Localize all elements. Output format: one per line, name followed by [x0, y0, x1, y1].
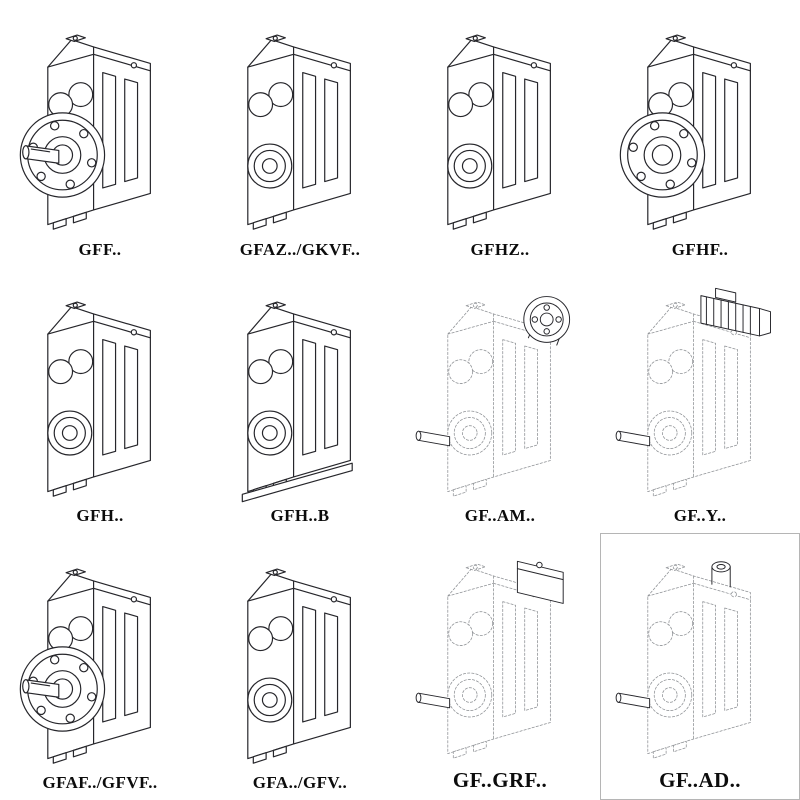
gearbox-model-label: GF..Y..: [673, 506, 727, 526]
gearbox-model-label: GFA../GFV..: [252, 772, 348, 792]
gearbox-cell: GF..Y..: [600, 267, 800, 534]
gearbox-model-label: GFF..: [78, 239, 122, 259]
gearbox-model-label: GF..AD..: [659, 767, 741, 792]
hollow-shaft-boss: [447, 672, 493, 717]
gearbox-model-label: GFAF../GFVF..: [42, 772, 158, 792]
output-shaft-stub: [415, 692, 451, 708]
gearbox-housing: [647, 563, 751, 759]
gearbox-body-group: [19, 34, 151, 230]
gearbox-model-label: GFH..B: [270, 506, 330, 526]
gearbox-housing: [47, 301, 151, 497]
gearbox-housing: [247, 34, 351, 230]
gearbox-cell: GF..AM..: [400, 267, 600, 534]
gearbox-body-group: [447, 34, 551, 230]
gearbox-cell: GF..GRF..: [400, 533, 600, 800]
output-shaft-stub: [415, 430, 451, 447]
gearbox-drawing-gfh-b: [241, 301, 353, 503]
gearbox-body-group: [619, 34, 751, 230]
gearbox-cell: GFH..B: [200, 267, 400, 534]
gearbox-drawing-gfaz-gkvf: [247, 34, 351, 230]
gearbox-drawing-gf-am: [415, 296, 571, 497]
hollow-shaft-boss: [447, 410, 493, 456]
hollow-shaft-boss: [647, 410, 693, 456]
gearbox-housing: [247, 568, 351, 764]
gearbox-body-group-dashed: [647, 563, 751, 759]
output-shaft-stub: [615, 692, 651, 708]
gearbox-drawing-gff: [19, 34, 151, 230]
gearbox-cell: GF..AD..: [600, 533, 800, 800]
gearbox-drawing-gf-ad: [615, 560, 751, 759]
gearbox-drawing-gfaf-gfvf: [19, 568, 151, 764]
hollow-shaft-boss: [247, 410, 293, 456]
gearbox-drawing-gfhf: [619, 34, 751, 230]
gearbox-drawing-gfh: [47, 301, 151, 497]
gearbox-body-group: [247, 568, 351, 764]
gearbox-cell: GFHF..: [600, 0, 800, 267]
gearbox-body-group-dashed: [647, 301, 751, 497]
gearbox-cell: GFHZ..: [400, 0, 600, 267]
gearbox-model-label: GF..AM..: [464, 506, 536, 526]
hollow-shaft-boss: [247, 143, 293, 189]
gearbox-cell: GFH..: [0, 267, 200, 534]
gearbox-model-label: GFHF..: [671, 239, 729, 259]
hollow-shaft-boss: [647, 672, 693, 717]
gearbox-housing: [647, 301, 751, 497]
gearbox-housing: [247, 301, 351, 497]
gearbox-model-label: GF..GRF..: [452, 767, 548, 792]
output-shaft-stub: [615, 430, 651, 447]
gearbox-drawing-gfa-gfv: [247, 568, 351, 764]
gearbox-cell: GFAF../GFVF..: [0, 533, 200, 800]
output-flange: [619, 112, 706, 198]
gearbox-cell: GFF..: [0, 0, 200, 267]
gearbox-drawing-gf-grf: [415, 560, 564, 759]
gearbox-body-group: [247, 34, 351, 230]
gearbox-cell: GFA../GFV..: [200, 533, 400, 800]
hollow-shaft-boss: [47, 410, 93, 456]
hollow-shaft-boss: [447, 143, 493, 189]
gearbox-model-label: GFHZ..: [470, 239, 530, 259]
gearbox-model-label: GFH..: [76, 506, 124, 526]
gearbox-body-group: [19, 568, 151, 764]
gearbox-cell: GFAZ../GKVF..: [200, 0, 400, 267]
gearbox-housing: [447, 34, 551, 230]
gearbox-model-label: GFAZ../GKVF..: [239, 239, 361, 259]
gearbox-body-group: [241, 301, 353, 503]
gearbox-body-group: [47, 301, 151, 497]
gearbox-drawing-gfhz: [447, 34, 551, 230]
gearbox-drawing-gf-y: [615, 287, 771, 497]
hollow-shaft-boss: [247, 677, 293, 722]
